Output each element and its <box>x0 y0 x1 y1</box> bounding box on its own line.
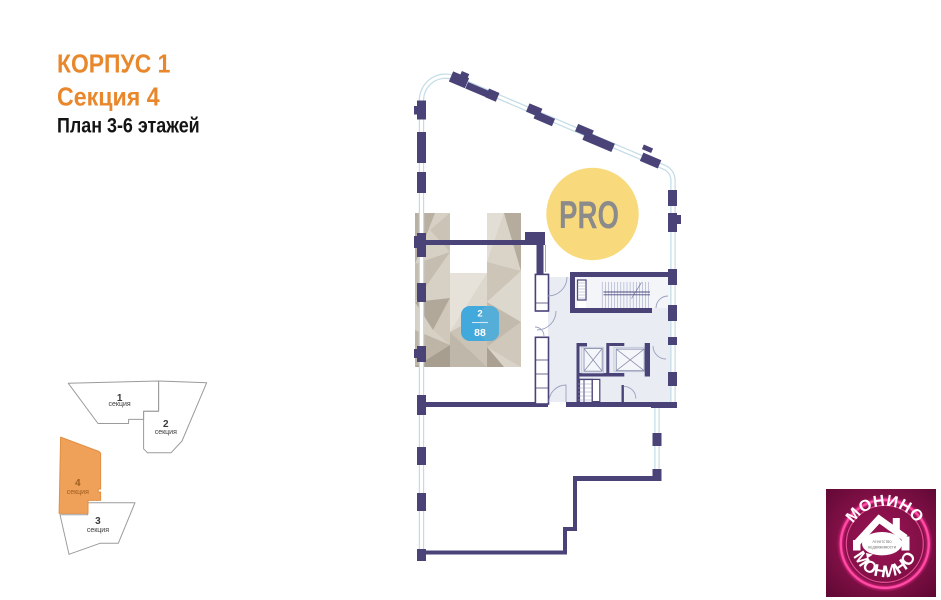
svg-text:4: 4 <box>75 478 81 489</box>
svg-text:1: 1 <box>117 393 123 404</box>
svg-text:2: 2 <box>477 309 482 320</box>
svg-text:3: 3 <box>95 516 101 527</box>
svg-text:План 3-6 этажей: План 3-6 этажей <box>57 114 200 137</box>
svg-text:PRO: PRO <box>559 194 619 237</box>
svg-text:Секция 4: Секция 4 <box>57 84 160 112</box>
svg-text:88: 88 <box>474 327 486 339</box>
svg-text:секция: секция <box>87 527 109 534</box>
svg-text:секция: секция <box>109 401 131 408</box>
svg-text:недвижимости: недвижимости <box>868 545 897 550</box>
svg-text:КОРПУС 1: КОРПУС 1 <box>57 51 170 79</box>
svg-text:секция: секция <box>67 489 89 496</box>
svg-text:Агентство: Агентство <box>872 539 892 544</box>
svg-text:секция: секция <box>155 429 177 436</box>
svg-text:2: 2 <box>163 419 169 430</box>
